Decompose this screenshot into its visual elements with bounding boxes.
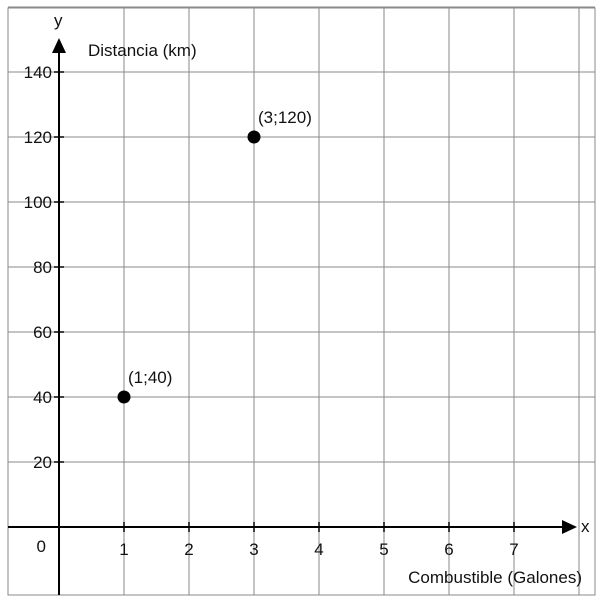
x-tick-label: 3: [249, 540, 258, 559]
x-tick-label: 7: [509, 540, 518, 559]
x-tick-label: 4: [314, 540, 323, 559]
y-tick-label: 60: [33, 323, 52, 342]
y-tick-label: 40: [33, 388, 52, 407]
y-tick-label: 120: [24, 128, 52, 147]
axes: [8, 38, 577, 595]
grid: [8, 6, 595, 595]
y-tick-label: 20: [33, 453, 52, 472]
y-axis-letter: y: [54, 11, 63, 30]
tick-marks: [54, 71, 515, 532]
data-point-label: (1;40): [128, 368, 172, 387]
tick-labels: 20 40 60 80 100 120 140 1 2 3 4 5 6 7: [24, 63, 519, 559]
x-tick-label: 5: [379, 540, 388, 559]
y-axis-title: Distancia (km): [88, 41, 197, 60]
x-axis-title: Combustible (Galones): [408, 568, 582, 587]
y-tick-label: 80: [33, 258, 52, 277]
x-tick-label: 2: [184, 540, 193, 559]
x-axis-letter: x: [581, 517, 590, 536]
origin-label: 0: [37, 537, 46, 556]
point-labels: (1;40) (3;120): [128, 108, 312, 387]
y-tick-label: 100: [24, 193, 52, 212]
x-tick-label: 1: [119, 540, 128, 559]
data-point: [247, 130, 261, 144]
data-point: [117, 390, 131, 404]
y-axis-arrow: [52, 38, 66, 53]
x-tick-label: 6: [444, 540, 453, 559]
y-tick-label: 140: [24, 63, 52, 82]
data-points: [117, 130, 261, 404]
plot-frame: [7, 7, 596, 596]
data-point-label: (3;120): [258, 108, 312, 127]
x-axis-arrow: [562, 520, 577, 534]
